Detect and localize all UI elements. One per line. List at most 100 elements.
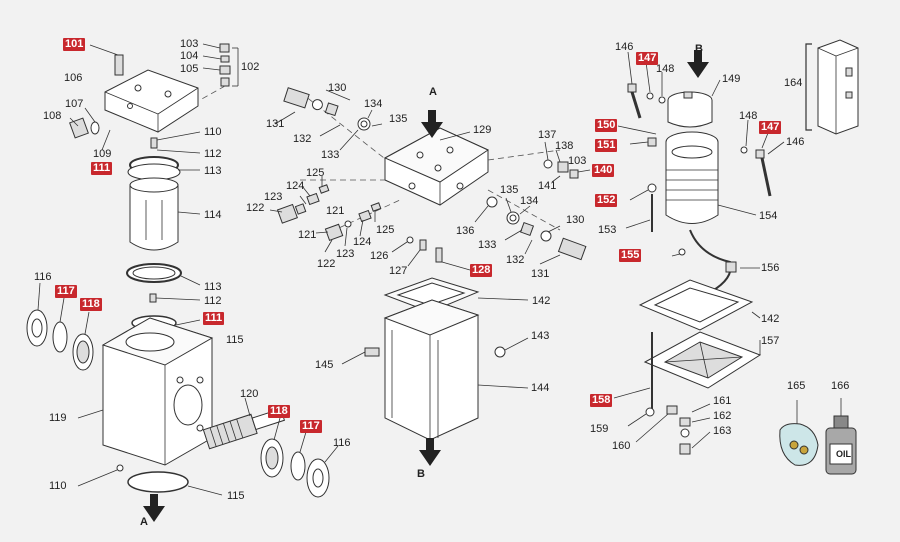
part-label-112-top[interactable]: 112 (204, 148, 222, 160)
part-label-132-left[interactable]: 132 (293, 133, 312, 145)
part-label-133-left[interactable]: 133 (321, 149, 340, 161)
part-label-134-right[interactable]: 134 (520, 195, 539, 207)
part-label-132-right[interactable]: 132 (506, 254, 525, 266)
part-label-122-top[interactable]: 122 (246, 202, 265, 214)
part-label-147-left[interactable]: 147 (636, 52, 659, 65)
part-label-114[interactable]: 114 (204, 209, 222, 221)
part-label-110-top[interactable]: 110 (204, 126, 222, 138)
part-label-115-top[interactable]: 115 (226, 334, 244, 346)
part-label-124-bottom[interactable]: 124 (353, 236, 372, 248)
part-label-101[interactable]: 101 (63, 38, 86, 51)
view-letter-a-bottom: A (140, 516, 148, 528)
part-label-144[interactable]: 144 (531, 382, 550, 394)
fitting-108 (69, 117, 89, 139)
part-label-153[interactable]: 153 (598, 224, 617, 236)
part-label-163[interactable]: 163 (713, 425, 732, 437)
part-label-148-right[interactable]: 148 (739, 110, 758, 122)
part-label-116-right[interactable]: 116 (333, 437, 351, 449)
part-label-126[interactable]: 126 (370, 250, 389, 262)
part-label-119[interactable]: 119 (49, 412, 67, 424)
part-label-156[interactable]: 156 (761, 262, 780, 274)
part-label-106[interactable]: 106 (64, 72, 83, 84)
part-label-131-right[interactable]: 131 (531, 268, 550, 280)
part-label-118-left[interactable]: 118 (80, 298, 102, 311)
motor-154 (665, 142, 719, 224)
part-label-125-bottom[interactable]: 125 (376, 224, 395, 236)
part-label-102[interactable]: 102 (241, 61, 260, 73)
part-label-161[interactable]: 161 (713, 395, 732, 407)
part-label-115-bottom[interactable]: 115 (227, 490, 245, 502)
part-label-130-right[interactable]: 130 (566, 214, 585, 226)
part-label-165[interactable]: 165 (787, 380, 806, 392)
part-label-113-top[interactable]: 113 (204, 165, 222, 177)
part-label-111-bottom[interactable]: 111 (203, 312, 225, 325)
part-label-159[interactable]: 159 (590, 423, 609, 435)
part-label-121-bottom[interactable]: 121 (298, 229, 317, 241)
part-label-123-bottom[interactable]: 123 (336, 248, 355, 260)
part-label-117-right[interactable]: 117 (300, 420, 322, 433)
view-arrow-a-bottom (143, 506, 165, 522)
part-label-140[interactable]: 140 (592, 164, 615, 177)
part-label-107[interactable]: 107 (65, 98, 84, 110)
part-label-143[interactable]: 143 (531, 330, 550, 342)
part-label-121-top[interactable]: 121 (326, 205, 345, 217)
part-label-133-right[interactable]: 133 (478, 239, 497, 251)
part-label-146-left[interactable]: 146 (615, 41, 634, 53)
part-label-117-left[interactable]: 117 (55, 285, 77, 298)
part-label-123-top[interactable]: 123 (264, 191, 283, 203)
part-label-127[interactable]: 127 (389, 265, 408, 277)
part-label-149[interactable]: 149 (722, 73, 741, 85)
view-letter-b-bottom: B (417, 468, 425, 480)
part-label-120[interactable]: 120 (240, 388, 259, 400)
part-label-146-right[interactable]: 146 (786, 136, 805, 148)
part-label-158[interactable]: 158 (590, 394, 613, 407)
part-label-147-right[interactable]: 147 (759, 121, 782, 134)
part-label-116-left[interactable]: 116 (34, 271, 52, 283)
part-label-110-bottom[interactable]: 110 (49, 480, 67, 492)
part-label-105[interactable]: 105 (180, 63, 199, 75)
block-106 (104, 69, 199, 133)
part-label-155[interactable]: 155 (619, 249, 642, 262)
inset-164 (817, 39, 859, 135)
part-label-122-bottom[interactable]: 122 (317, 258, 336, 270)
part-label-135-left[interactable]: 135 (389, 113, 408, 125)
part-label-157[interactable]: 157 (761, 335, 780, 347)
part-label-131-left[interactable]: 131 (266, 118, 285, 130)
part-label-135-right[interactable]: 135 (500, 184, 519, 196)
part-label-124-top[interactable]: 124 (286, 180, 305, 192)
part-label-164[interactable]: 164 (784, 77, 803, 89)
part-label-109[interactable]: 109 (93, 148, 112, 160)
part-label-137[interactable]: 137 (538, 129, 557, 141)
part-label-150[interactable]: 150 (595, 119, 618, 132)
part-label-130-left[interactable]: 130 (328, 82, 347, 94)
part-label-104[interactable]: 104 (180, 50, 199, 62)
part-label-125-top[interactable]: 125 (306, 167, 325, 179)
part-label-154[interactable]: 154 (759, 210, 778, 222)
part-label-103[interactable]: 103 (180, 38, 199, 50)
part-label-129[interactable]: 129 (473, 124, 492, 136)
part-label-145[interactable]: 145 (315, 359, 334, 371)
part-label-160[interactable]: 160 (612, 440, 631, 452)
part-label-162[interactable]: 162 (713, 410, 732, 422)
part-label-142-middle[interactable]: 142 (532, 295, 551, 307)
part-label-112-bottom[interactable]: 112 (204, 295, 222, 307)
part-label-138[interactable]: 138 (555, 140, 574, 152)
part-label-142-right[interactable]: 142 (761, 313, 780, 325)
part-label-152[interactable]: 152 (595, 194, 618, 207)
part-label-141[interactable]: 141 (538, 180, 557, 192)
part-label-166[interactable]: 166 (831, 380, 850, 392)
part-label-111-top[interactable]: 111 (91, 162, 113, 175)
part-label-134-left[interactable]: 134 (364, 98, 383, 110)
part-label-151[interactable]: 151 (595, 139, 618, 152)
part-label-136[interactable]: 136 (456, 225, 475, 237)
view-letter-b-top: B (695, 43, 703, 55)
part-label-148-left[interactable]: 148 (656, 63, 675, 75)
valve-131-right (557, 237, 587, 261)
part-label-128[interactable]: 128 (470, 264, 493, 277)
part-label-113-bottom[interactable]: 113 (204, 281, 222, 293)
part-label-103-right[interactable]: 103 (568, 155, 587, 167)
part-label-108[interactable]: 108 (43, 110, 62, 122)
part-label-118-right[interactable]: 118 (268, 405, 290, 418)
